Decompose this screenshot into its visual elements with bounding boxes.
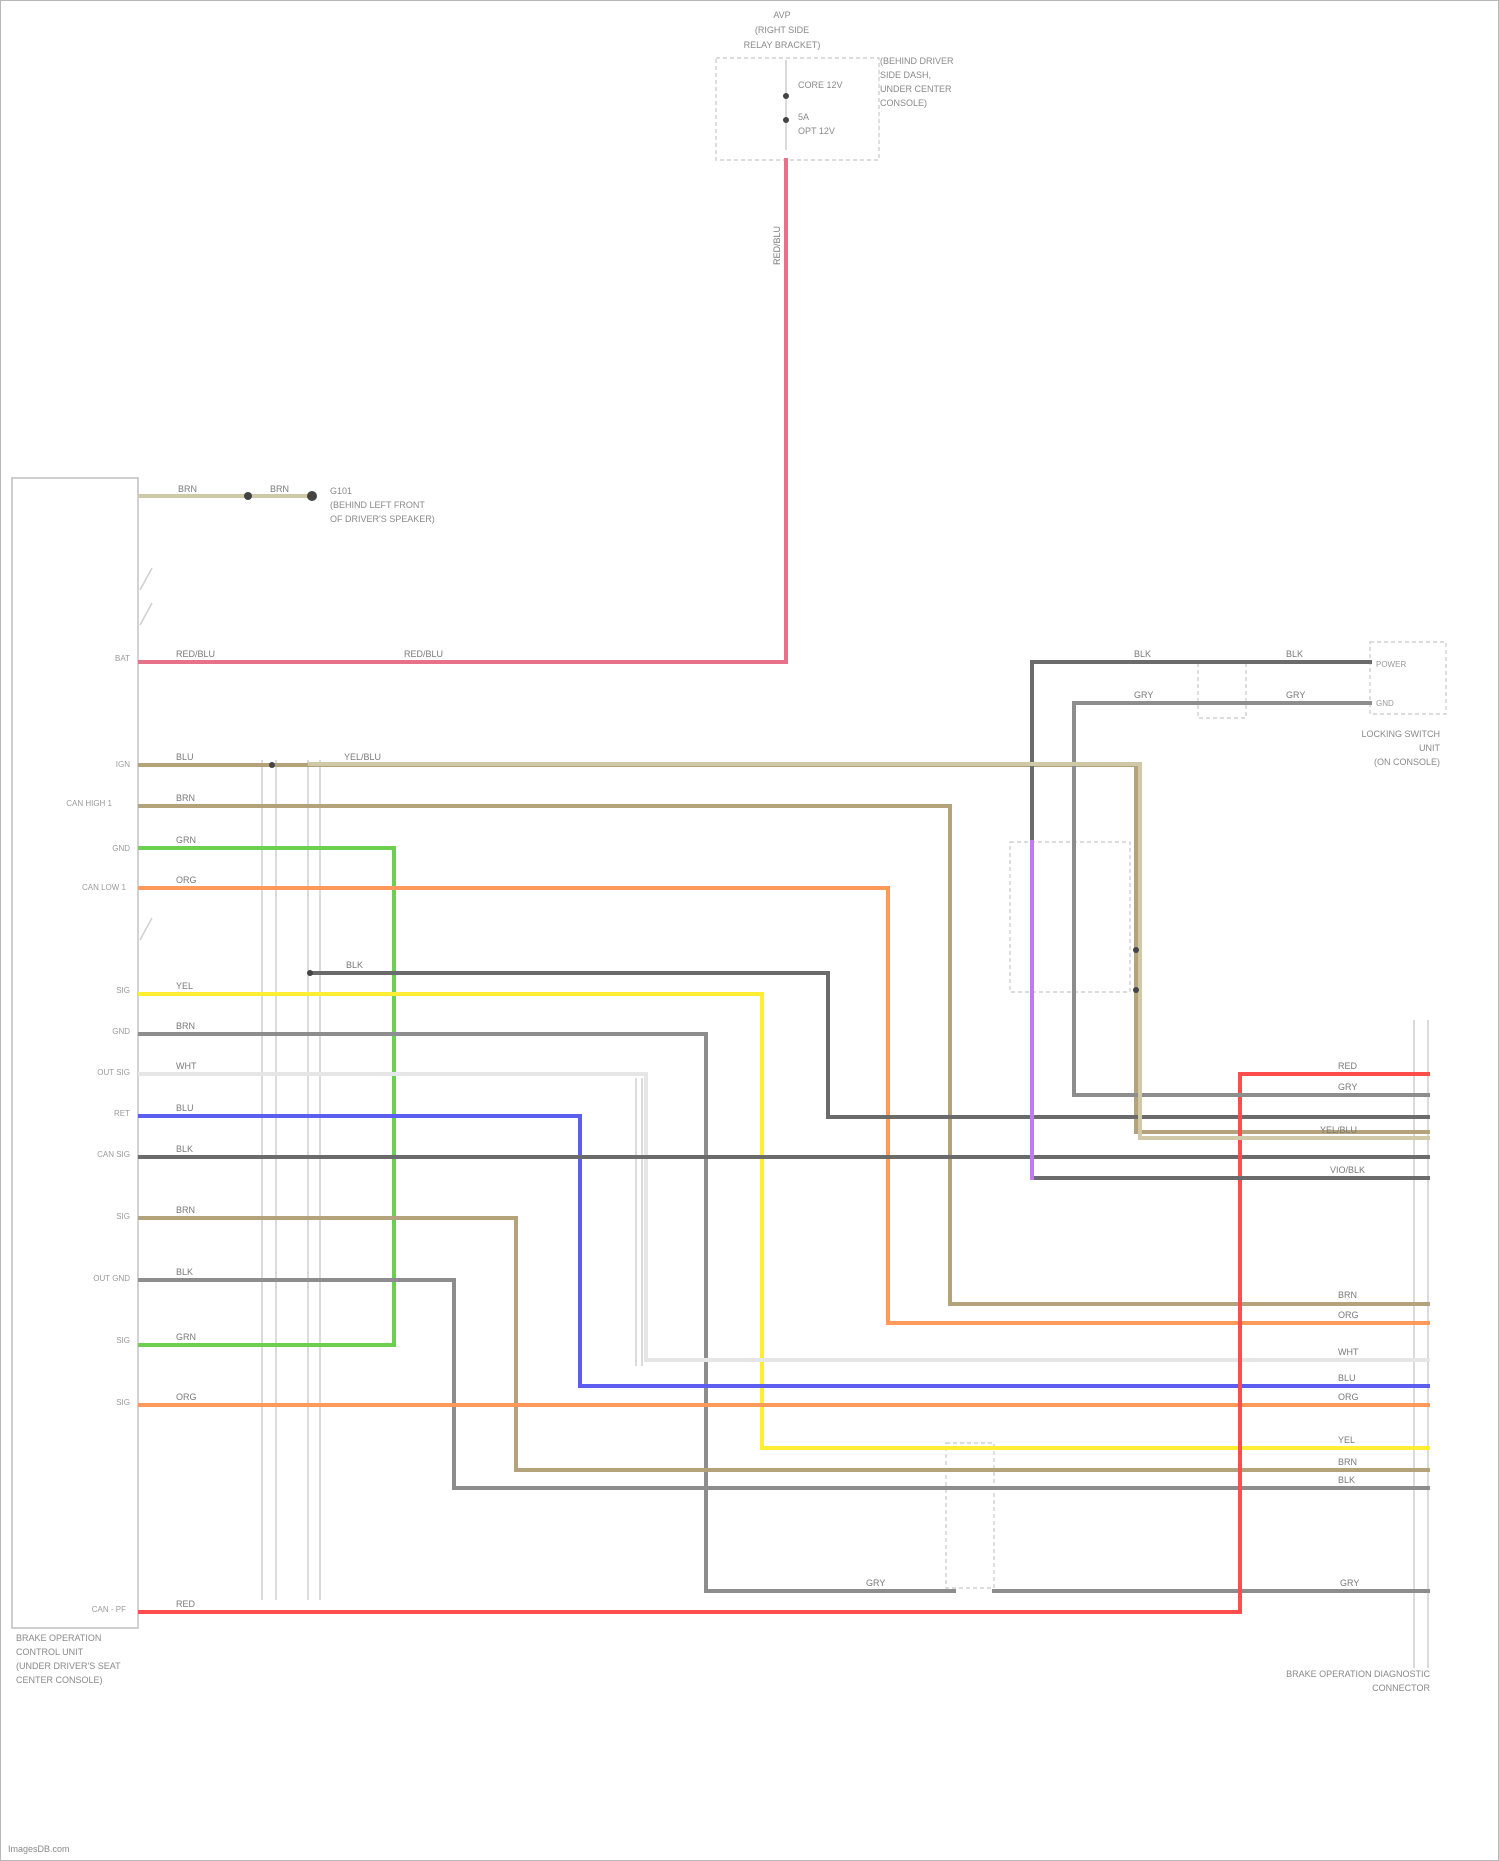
wire-code-label: RED [176,1599,196,1609]
footer-watermark: ImagesDB.com [8,1844,70,1854]
left-module-name-1: BRAKE OPERATION [16,1633,101,1643]
wire-code-label: BRN [1338,1290,1357,1300]
pin-label: IGN [116,760,130,769]
pin-label: CAN HIGH 1 [66,799,112,808]
pin-label: CAN LOW 1 [82,883,127,892]
ground-label-3: OF DRIVER'S SPEAKER) [330,514,435,524]
splice-dot [269,762,275,768]
right-pin-label: GND [1376,699,1394,708]
wire-code-label: GRY [1134,690,1153,700]
wire-red-blu-bat [140,160,786,662]
relay-contact-bottom-1: 5A [798,112,809,122]
wire-code-label: BRN [178,484,197,494]
wire-code-label: BLU [176,1103,194,1113]
pin-label: RET [114,1109,130,1118]
wire-blu [140,765,1428,1132]
wire-code-label: RED [1338,1061,1358,1071]
pin-label: SIG [116,1336,130,1345]
wire-code-label: BLU [176,752,194,762]
left-module [12,478,138,1628]
wire-code-label: ORG [1338,1310,1359,1320]
pin-label: SIG [116,986,130,995]
relay-contact-dot [783,117,789,123]
relay-contact-top: CORE 12V [798,80,843,90]
wire-code-label: YEL [176,981,193,991]
splice-dot [244,492,252,500]
wire-yel-sig [140,994,1428,1448]
relay-title-3: RELAY BRACKET) [744,40,821,50]
pin-label: SIG [116,1398,130,1407]
pin-label: GND [112,1027,130,1036]
pin-label: CAN SIG [97,1150,130,1159]
ground-point-icon [307,491,317,501]
right-module-name-3: (ON CONSOLE) [1374,757,1440,767]
right-module-name-2: UNIT [1419,743,1440,753]
wire-blk-power [1032,662,1428,1178]
wire-code-label: ORG [176,875,197,885]
relay-note-2: SIDE DASH, [880,70,931,80]
pin-label: OUT SIG [97,1068,130,1077]
right-pin-label: POWER [1376,660,1406,669]
wire-code-label: BRN [176,1021,195,1031]
wire-code-label: GRY [1286,690,1305,700]
relay-title-1: AVP [773,10,790,20]
relay-title-2: (RIGHT SIDE [755,25,809,35]
relay-note-1: (BEHIND DRIVER [880,56,954,66]
pin-label: CAN - PF [92,1605,126,1614]
wire-code-label: BLK [176,1267,193,1277]
right-module-name-1: LOCKING SWITCH [1361,729,1440,739]
pin-label: GND [112,844,130,853]
wire-code-label: VIO/BLK [1330,1165,1365,1175]
wire-can-high [140,806,1428,1304]
wire-code-label: GRY [866,1578,885,1588]
relay-note-4: CONSOLE) [880,98,927,108]
splice-dot [1133,947,1139,953]
wire-code-label: YEL/BLU [1320,1125,1357,1135]
wire-code-label: BRN [1338,1457,1357,1467]
wire-can-low [140,888,1428,1323]
right-module: POWER GND [1370,642,1446,714]
splice-dot [1133,987,1139,993]
wire-code-label: BRN [176,1205,195,1215]
left-module-name-3: (UNDER DRIVER'S SEAT [16,1661,121,1671]
wire-code-label: WHT [1338,1347,1359,1357]
top-relay-block: AVP (RIGHT SIDE RELAY BRACKET) (BEHIND D… [716,10,954,265]
wire-code-label: ORG [176,1392,197,1402]
wire-code-label: YEL [1338,1435,1355,1445]
left-module-name-2: CONTROL UNIT [16,1647,84,1657]
wire-code-label: BLK [176,1144,193,1154]
wire-yel-blu [310,764,1428,1138]
pin-label: SIG [116,1212,130,1221]
connector-name-2: CONNECTOR [1372,1683,1430,1693]
relay-contact-dot [783,93,789,99]
wire-code-label: BLK [346,960,363,970]
wire-code-label: BLK [1134,649,1151,659]
wire-code-label: YEL/BLU [344,752,381,762]
ground-label-2: (BEHIND LEFT FRONT [330,500,425,510]
wire-code-label: BLK [1286,649,1303,659]
splice-dot [307,970,313,976]
relay-note-3: UNDER CENTER [880,84,952,94]
wire-code-label: GRN [176,835,196,845]
wire-code-label: GRY [1338,1082,1357,1092]
left-module-name-4: CENTER CONSOLE) [16,1675,103,1685]
wire-code-label: BRN [176,793,195,803]
wire-code-label: BLK [1338,1475,1355,1485]
wire-code-label: BLU [1338,1373,1356,1383]
wire-code-label: GRN [176,1332,196,1342]
wire-code-label: WHT [176,1061,197,1071]
wire-code-label: RED/BLU [404,649,443,659]
ground-label-1: G101 [330,486,352,496]
wire-code-label: ORG [1338,1392,1359,1402]
wire-code-label: BRN [270,484,289,494]
relay-contact-bottom-2: OPT 12V [798,126,835,136]
connector-name-1: BRAKE OPERATION DIAGNOSTIC [1286,1669,1430,1679]
wire-code-label: GRY [1340,1578,1359,1588]
pin-label: OUT GND [93,1274,130,1283]
wire-code-label: RED/BLU [176,649,215,659]
relay-wire-code: RED/BLU [772,226,782,265]
pin-label: BAT [115,654,130,663]
